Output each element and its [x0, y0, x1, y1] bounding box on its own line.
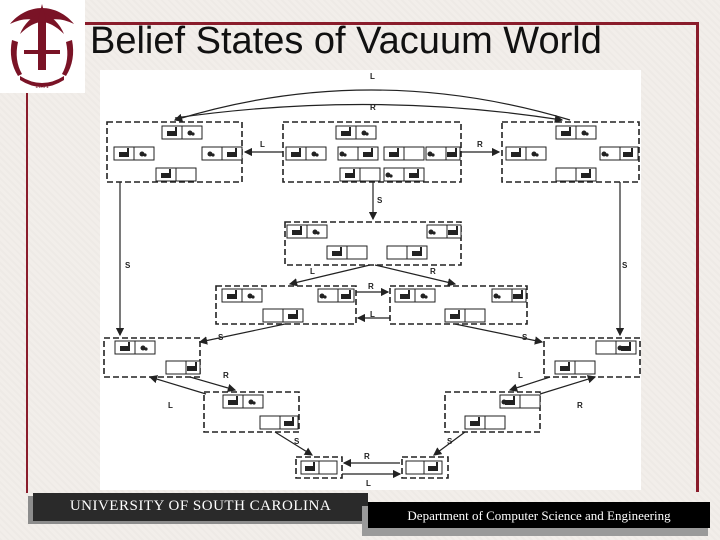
- university-logo: 1801: [0, 0, 85, 93]
- edge-label-bottom-L: L: [366, 479, 371, 488]
- edge-label-low-R-right: R: [577, 401, 583, 410]
- edge-label-bottom-S-left: S: [294, 437, 300, 446]
- university-name: UNIVERSITY OF SOUTH CAROLINA: [33, 498, 368, 515]
- edge-label-bottom-R: R: [364, 452, 370, 461]
- edge-label-mid-R: R: [430, 267, 436, 276]
- edge-label-lower-R-left: R: [223, 371, 229, 380]
- edge-label-left-L: L: [260, 140, 265, 149]
- frame-left-border: [26, 93, 28, 493]
- edge-label-center-L: L: [370, 310, 375, 319]
- edge-label-top-R: R: [370, 103, 376, 112]
- slide-title: Belief States of Vacuum World: [90, 20, 602, 63]
- edge-label-low-L-left: L: [168, 401, 173, 410]
- logo-year-text: 1801: [35, 82, 50, 90]
- belief-state-diagram: L R L R S S S L R R L S S R L L R S S R …: [100, 70, 641, 490]
- edge-label-right-S: S: [622, 261, 628, 270]
- department-name: Department of Computer Science and Engin…: [368, 508, 710, 524]
- edge-label-left-S: S: [125, 261, 131, 270]
- edge-label-lower-S-right: S: [522, 333, 528, 342]
- edge-label-lower-S-left: S: [218, 333, 224, 342]
- edge-label-center-R: R: [368, 282, 374, 291]
- edge-label-bottom-S-right: S: [447, 437, 453, 446]
- edge-label-mid-L: L: [310, 267, 315, 276]
- edge-label-top-L: L: [370, 72, 375, 81]
- edge-label-right-R: R: [477, 140, 483, 149]
- frame-right-border: [696, 22, 699, 492]
- edge-label-lower-L-right: L: [518, 371, 523, 380]
- edge-label-mid-S: S: [377, 196, 383, 205]
